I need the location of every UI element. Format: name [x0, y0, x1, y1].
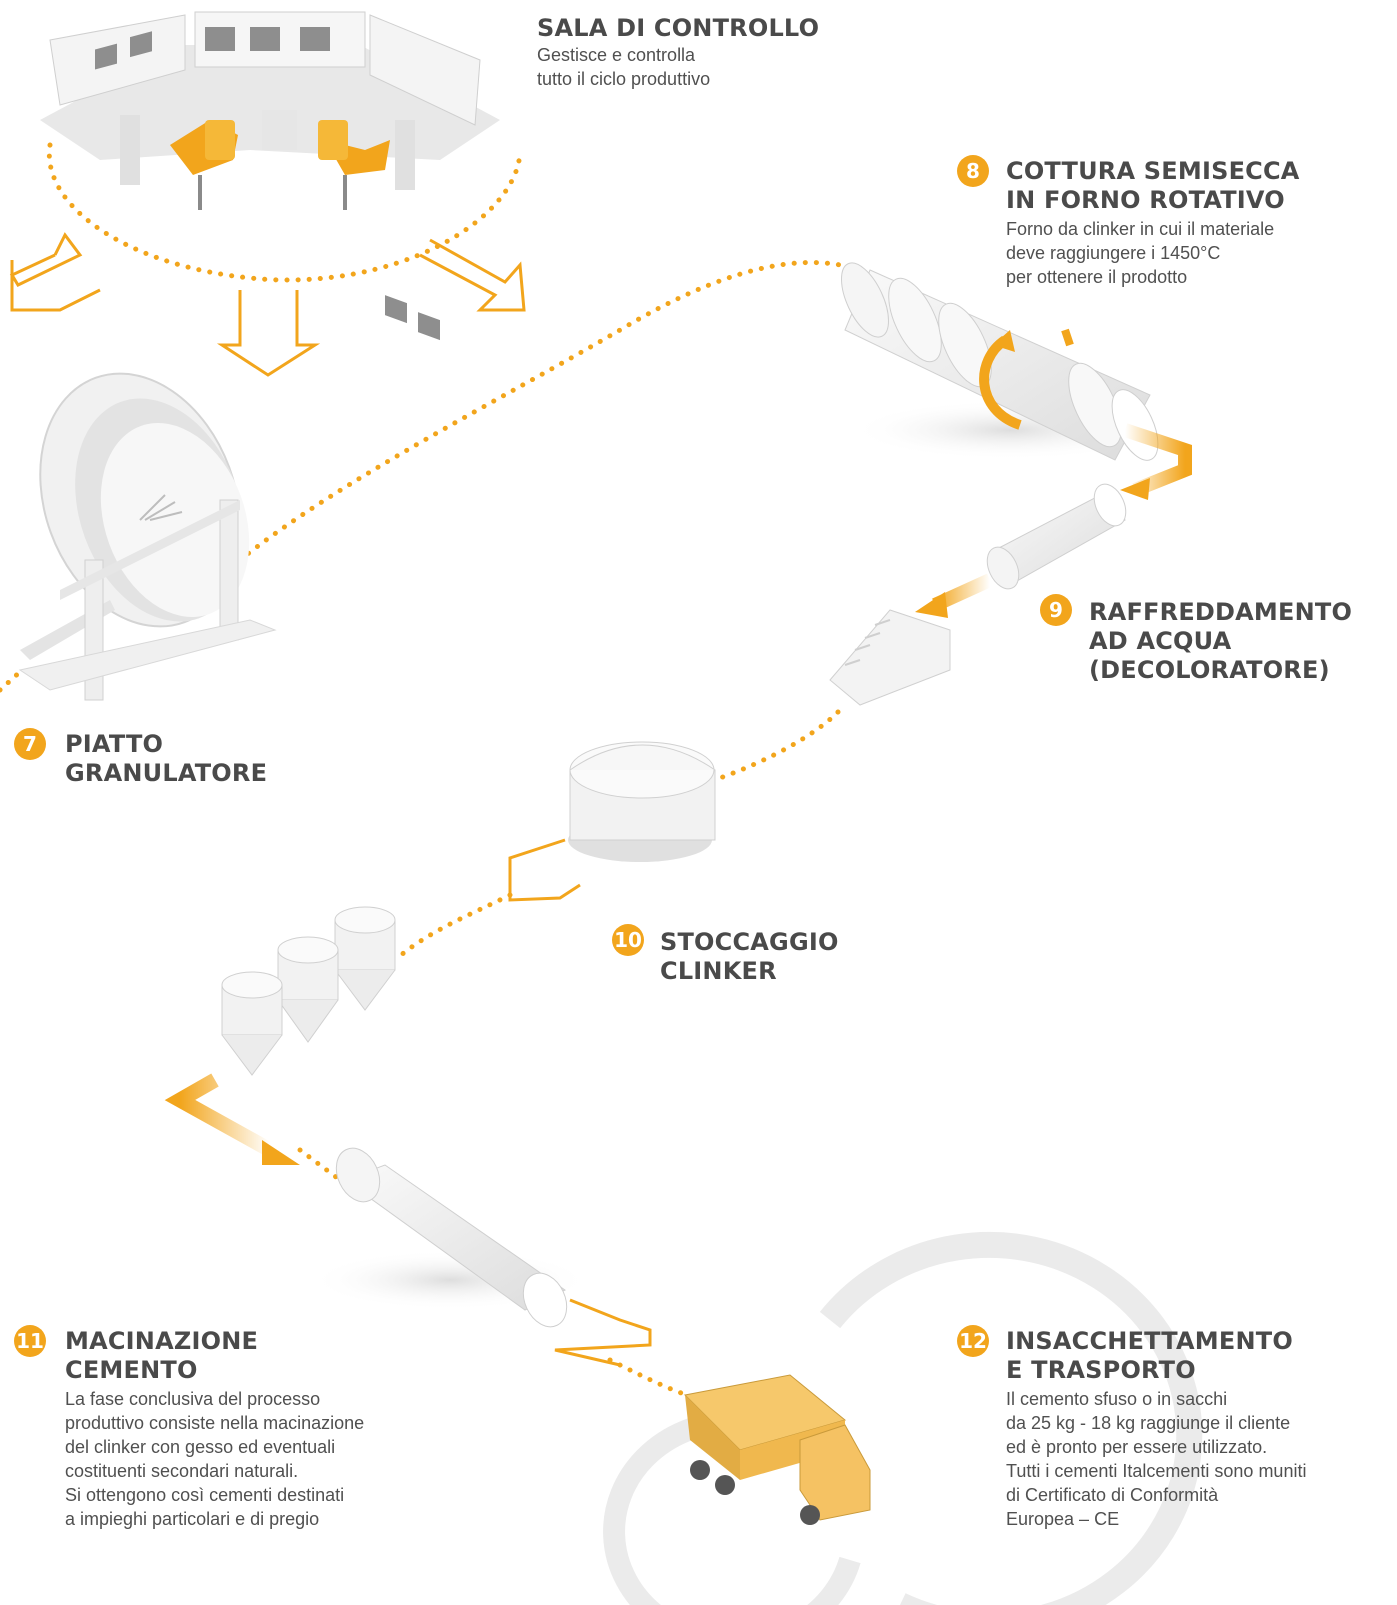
- step-12-title-line2: E TRASPORTO: [1006, 1356, 1196, 1384]
- step-10-title-line2: CLINKER: [660, 957, 777, 985]
- control-room-icon: [9, 11, 526, 377]
- step-10-title-line1: STOCCAGGIO: [660, 928, 839, 956]
- step-12-desc: Il cemento sfuso o in sacchi da 25 kg - …: [1006, 1389, 1307, 1529]
- step-12-badge: 12: [957, 1325, 989, 1357]
- step-7-badge: 7: [14, 728, 46, 760]
- step-8-badge: 8: [957, 155, 989, 187]
- step-11-label: MACINAZIONE CEMENTO La fase conclusiva d…: [65, 1327, 364, 1531]
- step-11-badge: 11: [14, 1325, 46, 1357]
- control-room-desc: Gestisce e controlla tutto il ciclo prod…: [537, 45, 711, 89]
- step-11-title-line1: MACINAZIONE: [65, 1327, 259, 1355]
- step-12-title-line1: INSACCHETTAMENTO: [1006, 1327, 1293, 1355]
- granulator-plate-icon: [18, 372, 277, 701]
- step-8-desc: Forno da clinker in cui il materiale dev…: [1006, 219, 1275, 287]
- step-7-label: PIATTO GRANULATORE: [65, 730, 267, 788]
- step-9-label: RAFFREDDAMENTO AD ACQUA (DECOLORATORE): [1089, 598, 1352, 685]
- step-9-title-line3: (DECOLORATORE): [1089, 656, 1330, 684]
- material-flow-path: [0, 142, 863, 1403]
- step-12-label: INSACCHETTAMENTO E TRASPORTO Il cemento …: [1006, 1327, 1306, 1531]
- step-11-desc: La fase conclusiva del processo produtti…: [65, 1389, 365, 1529]
- control-room-title: SALA DI CONTROLLO: [537, 14, 820, 42]
- step-8-title-line1: COTTURA SEMISECCA: [1006, 157, 1300, 185]
- clinker-silo-icon: [508, 741, 716, 902]
- cement-mill-icon: [310, 1147, 652, 1367]
- step-8-title-line2: IN FORNO ROTATIVO: [1006, 186, 1285, 214]
- step-7-title-line2: GRANULATORE: [65, 759, 268, 787]
- step-10-badge: 10: [612, 924, 644, 956]
- rotary-kiln-icon: [841, 262, 1192, 500]
- step-8-label: COTTURA SEMISECCA IN FORNO ROTATIVO Forn…: [1006, 157, 1300, 289]
- step-9-title-line2: AD ACQUA: [1089, 627, 1232, 655]
- cement-silos-icon: [164, 906, 396, 1165]
- control-room-label: SALA DI CONTROLLO Gestisce e controlla t…: [537, 14, 819, 91]
- step-7-title-line1: PIATTO: [65, 730, 164, 758]
- step-10-label: STOCCAGGIO CLINKER: [660, 928, 839, 986]
- step-11-title-line2: CEMENTO: [65, 1356, 198, 1384]
- step-9-title-line1: RAFFREDDAMENTO: [1089, 598, 1353, 626]
- truck-icon: [603, 1231, 1203, 1605]
- cooler-icon: [829, 483, 1127, 706]
- step-9-badge: 9: [1040, 594, 1072, 626]
